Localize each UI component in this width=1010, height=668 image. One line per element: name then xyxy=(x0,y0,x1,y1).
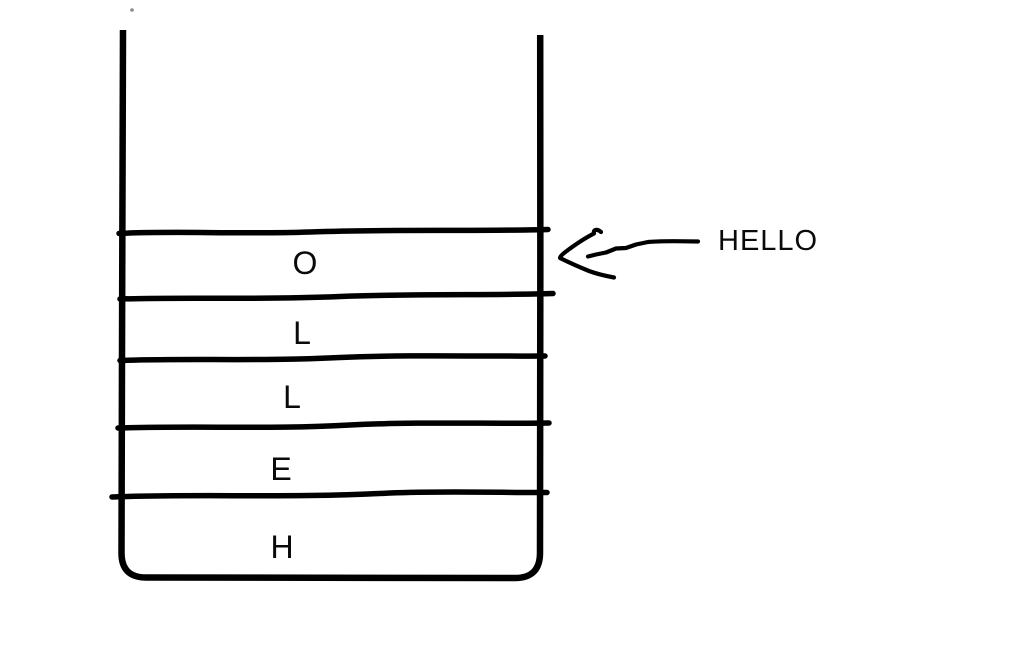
stack-divider-line-top xyxy=(116,226,551,237)
stack-cell-label-bottom: H xyxy=(270,529,293,565)
annotation-label: HELLO xyxy=(718,225,818,257)
stack-divider-line-3 xyxy=(117,353,548,364)
stack-divider-line-5 xyxy=(109,489,550,500)
arrow-head xyxy=(557,227,617,280)
stack-cell-label-top: O xyxy=(293,245,318,281)
stack-cell-label-4: E xyxy=(270,451,291,487)
stack-divider-line-2 xyxy=(117,290,556,302)
stack-cell-label-3: L xyxy=(283,379,301,415)
stack-divider-line-4 xyxy=(115,420,552,431)
stray-pencil-dot xyxy=(130,8,134,12)
arrow-shaft xyxy=(585,239,701,259)
stack-cell-label-2: L xyxy=(293,315,311,351)
stack-container-outline xyxy=(118,29,544,582)
